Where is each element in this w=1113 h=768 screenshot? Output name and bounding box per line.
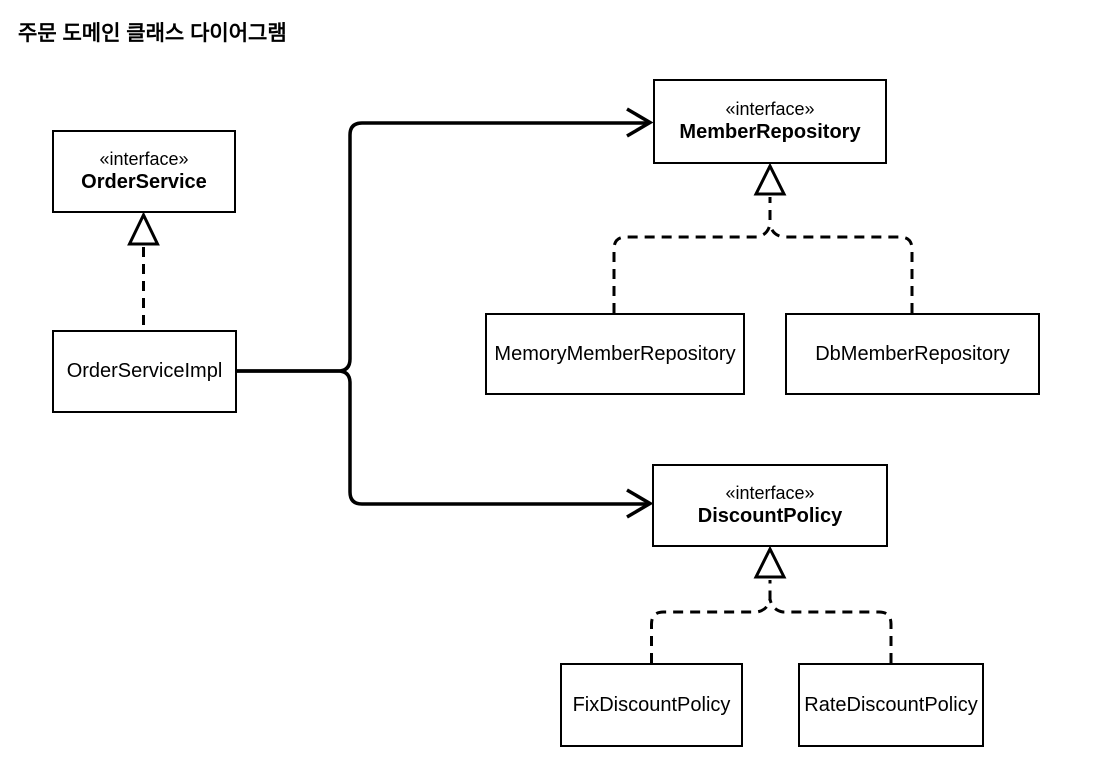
- class-node-orderserviceimpl: OrderServiceImpl: [52, 330, 237, 413]
- class-node-dbmemberrepository: DbMemberRepository: [785, 313, 1040, 395]
- page-title: 주문 도메인 클래스 다이어그램: [18, 22, 287, 45]
- open-arrowhead-icon: [626, 107, 654, 138]
- open-triangle-arrowhead-icon: [753, 545, 787, 579]
- class-name-label: DbMemberRepository: [815, 342, 1010, 365]
- stereotype-label: «interface»: [725, 482, 815, 503]
- stereotype-label: «interface»: [725, 98, 815, 119]
- class-node-memberrepository: «interface» MemberRepository: [653, 79, 887, 164]
- class-node-orderservice: «interface» OrderService: [52, 130, 236, 213]
- class-name-label: OrderServiceImpl: [66, 360, 223, 382]
- dependency-orderserviceimpl-discountpolicy: [236, 369, 654, 519]
- class-name-label: RateDiscountPolicy: [804, 693, 978, 716]
- class-name-label: DiscountPolicy: [697, 505, 843, 528]
- stereotype-label: «interface»: [99, 148, 189, 169]
- open-triangle-arrowhead-icon: [127, 211, 160, 246]
- class-name-label: FixDiscountPolicy: [572, 693, 731, 716]
- class-node-discountpolicy: «interface» DiscountPolicy: [652, 464, 888, 547]
- realization-members-memberrepository: [612, 162, 914, 313]
- class-name-label: MemberRepository: [679, 121, 861, 144]
- class-node-fixdiscountpolicy: FixDiscountPolicy: [560, 663, 743, 747]
- class-node-ratediscountpolicy: RateDiscountPolicy: [798, 663, 984, 747]
- open-arrowhead-icon: [626, 488, 654, 519]
- realization-orderserviceimpl-orderservice: [127, 211, 160, 330]
- class-node-memorymemberrepository: MemoryMemberRepository: [485, 313, 745, 395]
- open-triangle-arrowhead-icon: [753, 162, 787, 196]
- realization-policies-discountpolicy: [650, 545, 893, 663]
- class-name-label: OrderService: [81, 171, 207, 194]
- class-name-label: MemoryMemberRepository: [494, 342, 736, 365]
